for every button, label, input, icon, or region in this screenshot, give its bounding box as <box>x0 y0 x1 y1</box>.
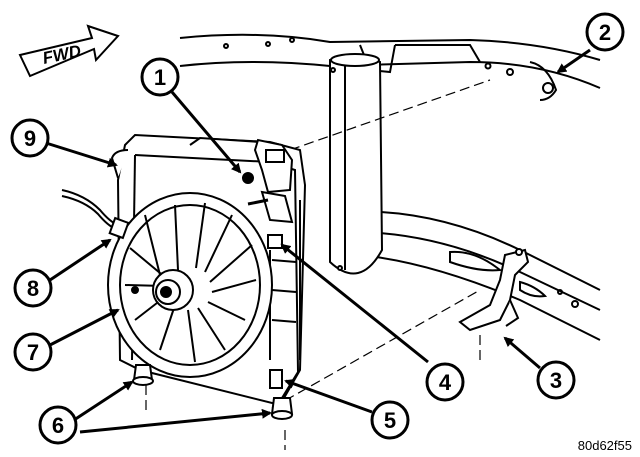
callout-9-label: 9 <box>24 126 36 151</box>
electric-cooling-fan <box>107 192 273 378</box>
callout-4-label: 4 <box>439 370 452 395</box>
lower-mounting-isolators <box>132 364 294 420</box>
forward-direction-arrow: FWD <box>18 24 120 78</box>
callout-3-label: 3 <box>550 368 562 393</box>
callout-5-label: 5 <box>384 408 396 433</box>
radiator-support-post <box>329 53 384 275</box>
fwd-label: FWD <box>41 41 83 68</box>
callout-2-label: 2 <box>599 20 611 45</box>
callout-2: 2 <box>585 12 625 52</box>
callout-1: 1 <box>140 57 180 97</box>
callout-8: 8 <box>13 268 53 308</box>
callout-5: 5 <box>370 400 410 440</box>
callout-4: 4 <box>425 362 465 402</box>
upper-frame-rail <box>179 33 601 101</box>
callout-7: 7 <box>13 332 53 372</box>
callout-7-label: 7 <box>27 340 39 365</box>
figure-id: 80d62f55 <box>578 438 632 453</box>
callout-1-label: 1 <box>154 65 166 90</box>
callout-leaders <box>45 48 591 434</box>
callout-9: 9 <box>10 118 50 158</box>
callout-8-label: 8 <box>27 276 39 301</box>
radiator-mounting-bracket <box>458 248 530 332</box>
fan-wiring-harness <box>61 189 130 240</box>
callout-6: 6 <box>38 405 78 445</box>
callout-3: 3 <box>536 360 576 400</box>
callout-6-label: 6 <box>52 413 64 438</box>
